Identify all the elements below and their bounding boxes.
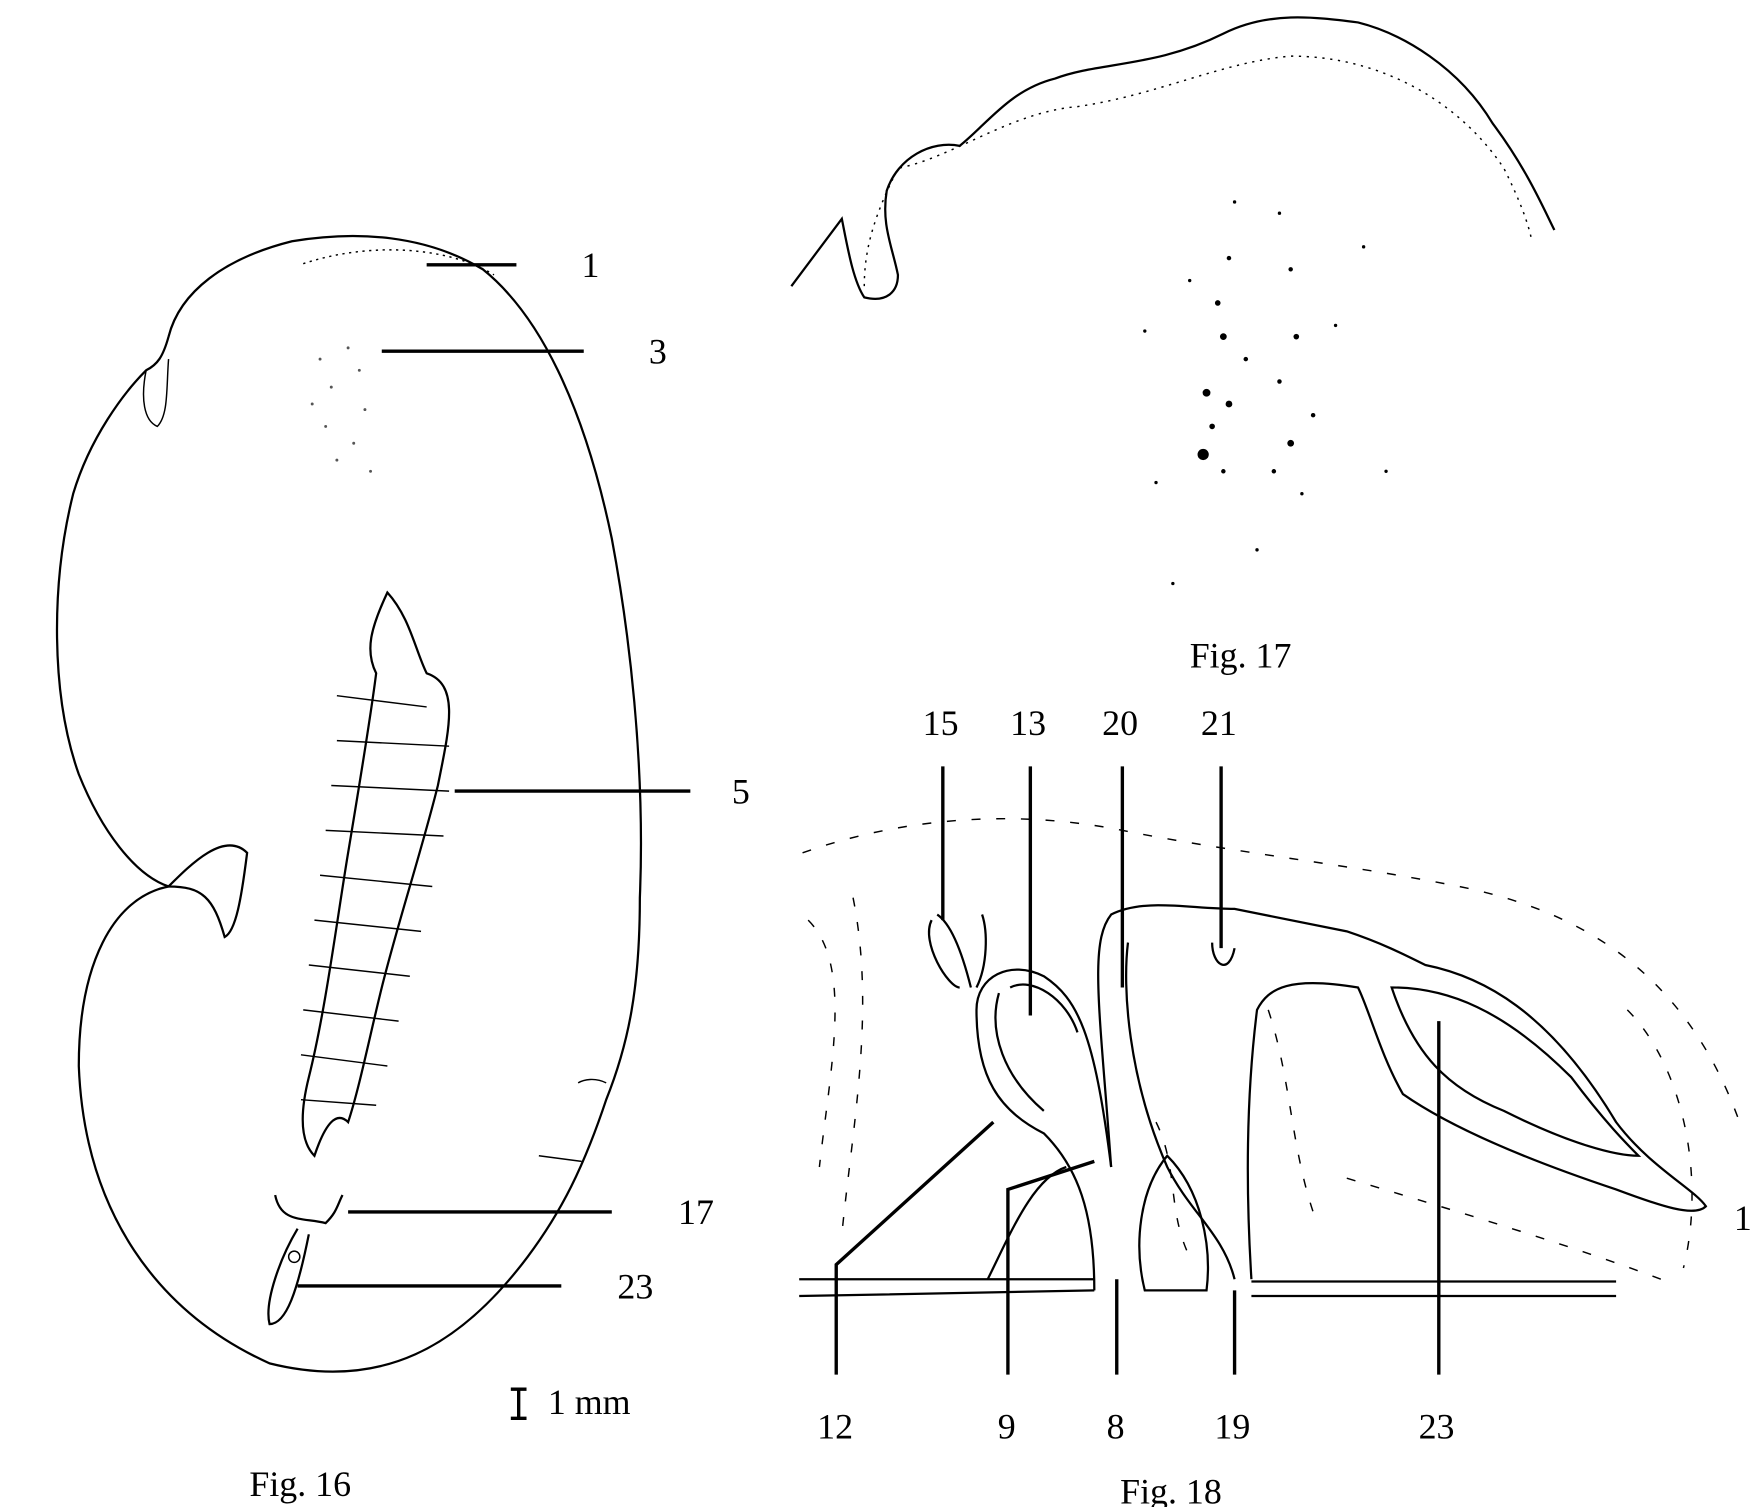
fig17-scattered-cells (1143, 200, 1388, 586)
fig18-lobe-13-inner (994, 983, 1079, 1112)
fig16-duct-opening (287, 1250, 301, 1264)
fig16-organ-folds (300, 694, 450, 1107)
fig18-label-21: 21 (1201, 703, 1237, 743)
fig18-edge-label: 1 (1734, 1198, 1751, 1238)
fig18-base-epithelium-right (1251, 1280, 1617, 1298)
fig16-stipple-patch (310, 346, 373, 473)
fig18-duct-20 (1097, 904, 1708, 1280)
fig16-fold (167, 844, 249, 939)
fig18-label-15: 15 (923, 703, 959, 743)
scale-bar-label: 1 mm (548, 1382, 631, 1422)
fig16-folded-organ (301, 590, 451, 1158)
fig18-lumen-23 (1390, 986, 1642, 1157)
fig18-pit-21 (1211, 942, 1236, 966)
fig18-label-19: 19 (1214, 1407, 1250, 1447)
fig18-label-9: 9 (998, 1407, 1016, 1447)
fig16-label-3: 3 (649, 332, 667, 372)
fig16-label-5: 5 (732, 771, 750, 811)
fig16-drawing (55, 234, 643, 1373)
fig16-leader-lines (297, 263, 691, 1288)
fig17-stipple-layer (863, 55, 1533, 287)
fig16-epithelium-stipple (302, 249, 495, 276)
fig17-drawing (790, 16, 1556, 586)
fig17-caption: Fig. 17 (1190, 636, 1292, 676)
fig18-connective-tissue (802, 817, 1741, 1280)
fig17-outer-outline (790, 16, 1556, 300)
fig18-caption: Fig. 18 (1120, 1472, 1222, 1507)
fig16-caption: Fig. 16 (249, 1464, 351, 1504)
fig18-label-12: 12 (817, 1407, 853, 1447)
fig16-label-1: 1 (582, 245, 600, 285)
fig18-label-8: 8 (1107, 1407, 1125, 1447)
fig16-label-17: 17 (678, 1192, 714, 1232)
scale-bar (510, 1387, 527, 1421)
fig16-body-outline (55, 234, 643, 1373)
fig16-notch (142, 359, 170, 428)
fig18-papilla (1138, 1154, 1210, 1292)
fig18-lobe-13 (975, 968, 1113, 1291)
fig18-structure-15 (928, 913, 987, 989)
fig18-base-epithelium-left (799, 1278, 1095, 1298)
fig18-label-23: 23 (1419, 1407, 1455, 1447)
fig16-label-23: 23 (617, 1266, 653, 1306)
fig16-duct (267, 1194, 344, 1326)
fig18-drawing (799, 817, 1741, 1298)
fig18-leader-lines (834, 766, 1441, 1375)
fig18-label-20: 20 (1102, 703, 1138, 743)
fig16-cut-marks (538, 1078, 607, 1163)
fig18-duct-19-wall (1125, 942, 1236, 1280)
fig18-label-13: 13 (1010, 703, 1046, 743)
